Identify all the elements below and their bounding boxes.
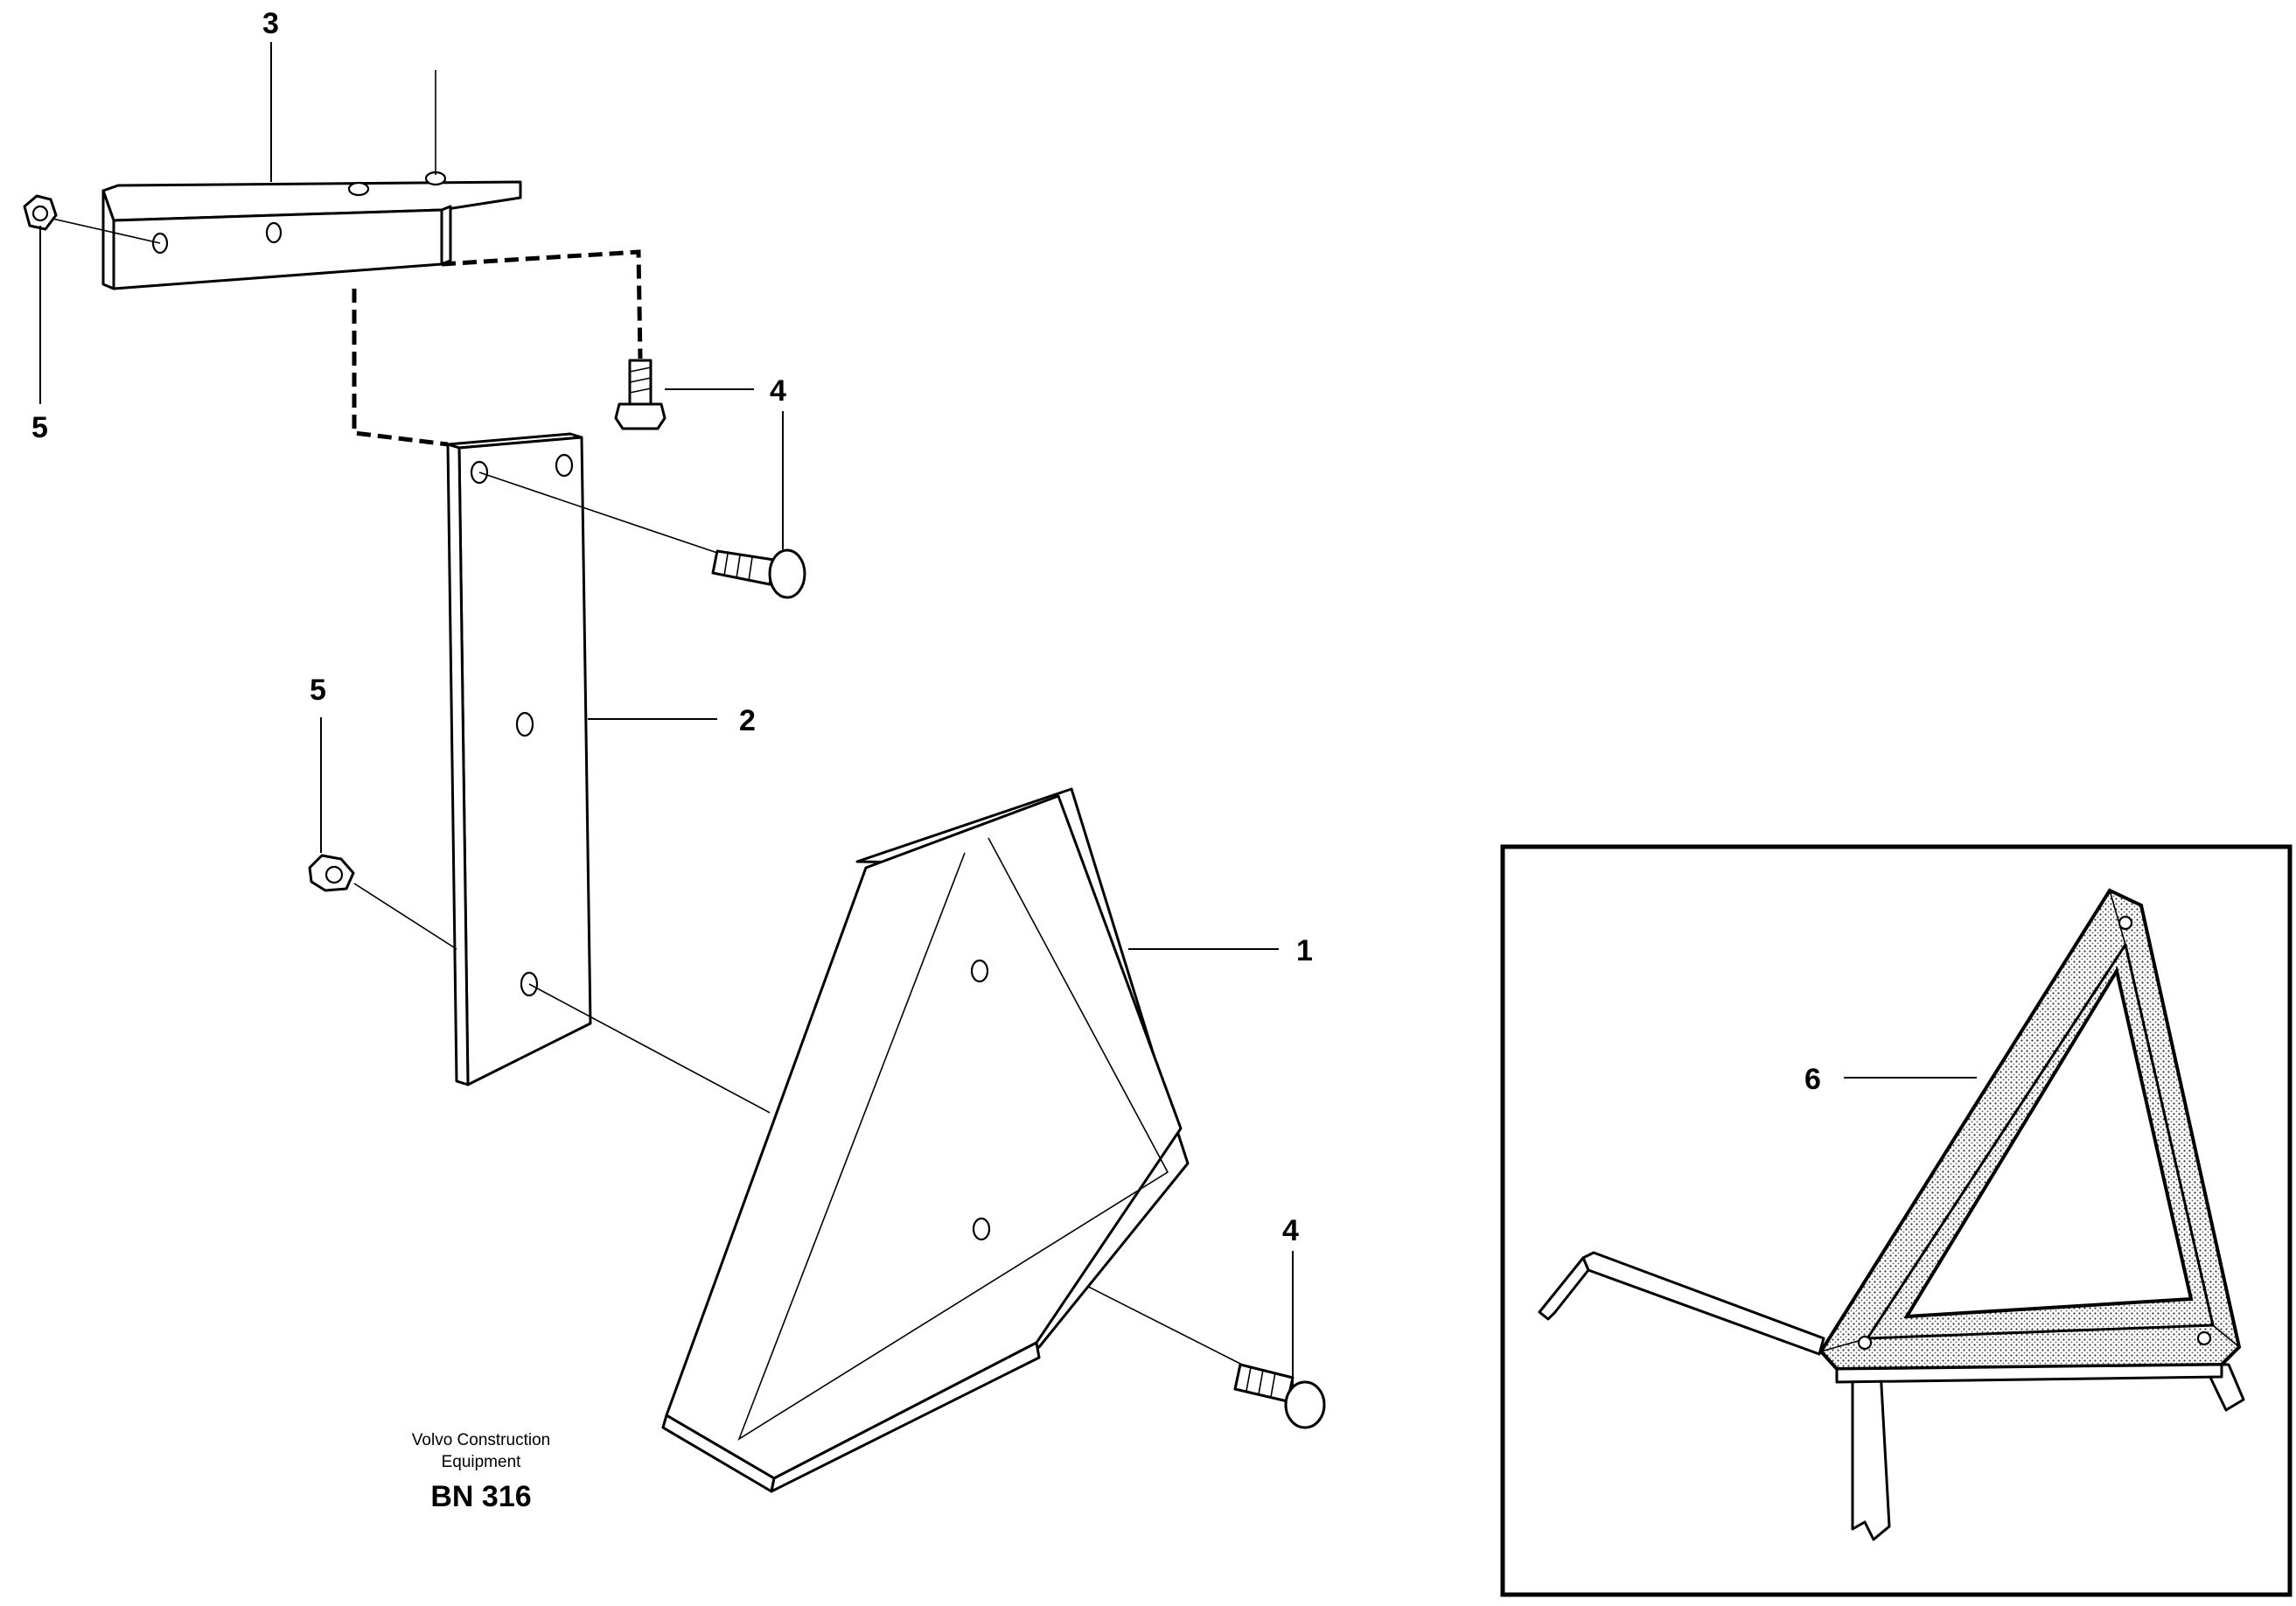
callout-5-top: 5 [31,411,48,444]
bolt-bottom [1233,1363,1326,1429]
assembly-dashed-lines [352,249,643,447]
caption-company-line2: Equipment [442,1453,522,1471]
publisher-caption: Volvo Construction Equipment BN 316 [412,1431,550,1513]
callout-2: 2 [739,704,756,737]
reflector-plate [661,787,1190,1493]
callout-6: 6 [1804,1063,1821,1096]
callout-1: 1 [1296,934,1313,967]
bolt-middle [711,548,806,599]
callout-labels: 3 5 4 2 5 1 4 6 [31,7,1821,1247]
callout-4-top: 4 [770,374,786,408]
caption-company: Volvo Construction [412,1431,550,1449]
nut-top [23,194,58,231]
mounting-plate [446,432,592,1086]
callout-5-middle: 5 [310,674,326,707]
callout-leaders [39,42,1977,1386]
callout-3: 3 [262,7,279,40]
nut-middle [308,854,355,892]
angle-bracket [101,70,522,290]
inset-warning-triangle [1500,844,2293,1597]
callout-4-bottom: 4 [1282,1214,1299,1247]
small-screw [614,359,666,430]
caption-code: BN 316 [430,1480,531,1513]
